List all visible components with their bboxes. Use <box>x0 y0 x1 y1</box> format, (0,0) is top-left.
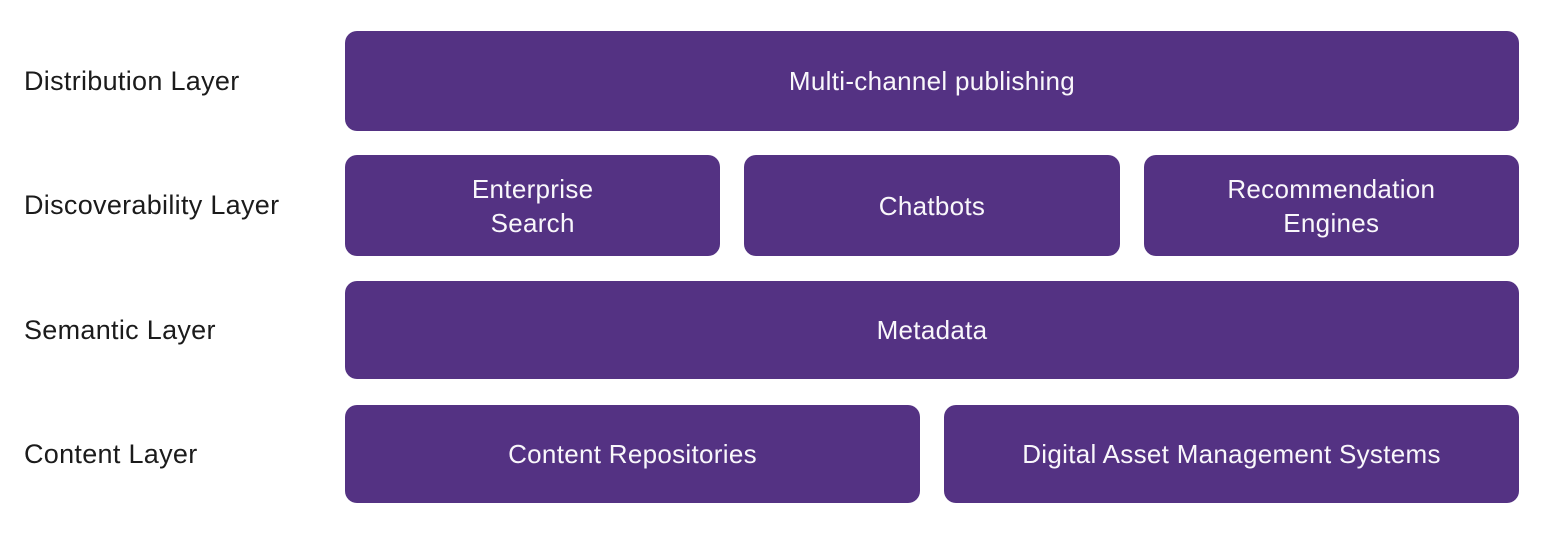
content-layer-boxes: Content Repositories Digital Asset Manag… <box>345 405 1519 503</box>
discoverability-layer-label: Discoverability Layer <box>24 190 280 220</box>
multi-channel-publishing-box: Multi-channel publishing <box>345 31 1519 131</box>
semantic-layer-row: Semantic Layer Metadata <box>0 281 1542 379</box>
semantic-layer-label: Semantic Layer <box>24 314 216 345</box>
content-repositories-box: Content Repositories <box>345 405 920 503</box>
chatbots-box: Chatbots <box>744 155 1120 256</box>
distribution-layer-label: Distribution Layer <box>24 65 240 96</box>
discoverability-layer-row: Discoverability Layer Enterprise Search … <box>0 155 1542 256</box>
digital-asset-management-systems-box: Digital Asset Management Systems <box>944 405 1519 503</box>
enterprise-search-box: Enterprise Search <box>345 155 721 256</box>
distribution-layer-row: Distribution Layer Multi-channel publish… <box>0 31 1542 131</box>
semantic-layer-boxes: Metadata <box>345 281 1519 379</box>
content-layer-row: Content Layer Content Repositories Digit… <box>0 405 1542 503</box>
distribution-layer-boxes: Multi-channel publishing <box>345 31 1519 131</box>
recommendation-engines-box: Recommendation Engines <box>1143 155 1519 256</box>
discoverability-layer-boxes: Enterprise Search Chatbots Recommendatio… <box>345 155 1519 256</box>
metadata-box: Metadata <box>345 281 1519 379</box>
content-layer-label: Content Layer <box>24 438 198 469</box>
